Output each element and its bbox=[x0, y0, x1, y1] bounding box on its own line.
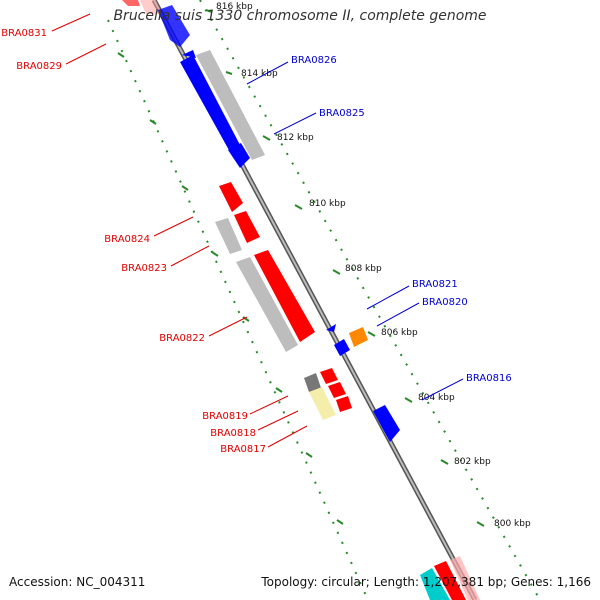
gene-red-e[interactable] bbox=[336, 396, 352, 412]
gene-red-c[interactable] bbox=[320, 368, 338, 384]
tick-mark-left-b bbox=[149, 119, 157, 125]
leader-bra0831 bbox=[51, 13, 91, 32]
gene-bra0826-arrow[interactable] bbox=[158, 5, 190, 47]
tick-label-810: 810 kbp bbox=[309, 199, 346, 209]
gene-red-bottom[interactable] bbox=[434, 561, 466, 600]
gene-label-bra0829[interactable]: BRA0829 bbox=[16, 61, 62, 72]
topology-text: Topology: circular; Length: 1,207,381 bp… bbox=[261, 575, 591, 589]
leader-bra0826 bbox=[246, 61, 289, 85]
gene-faded-top[interactable] bbox=[140, 0, 162, 14]
gene-label-bra0819[interactable]: BRA0819 bbox=[202, 411, 248, 422]
leader-bra0816 bbox=[421, 378, 464, 401]
pseudogene-bra0822[interactable] bbox=[236, 257, 298, 352]
leader-bra0825 bbox=[273, 112, 317, 135]
tick-mark-802 bbox=[440, 459, 449, 465]
leader-bra0821 bbox=[366, 285, 410, 310]
gene-dark-grey[interactable] bbox=[304, 373, 321, 392]
gene-bra0822-arrow[interactable] bbox=[254, 250, 315, 342]
accession-text: Accession: NC_004311 bbox=[9, 575, 146, 589]
gene-label-bra0825[interactable]: BRA0825 bbox=[319, 108, 365, 119]
tick-mark-left-h bbox=[336, 519, 344, 525]
gene-bra0825-arrow[interactable] bbox=[180, 55, 240, 152]
gene-bra0818-box[interactable] bbox=[309, 387, 336, 420]
tick-label-812: 812 kbp bbox=[277, 133, 314, 143]
leader-bra0823 bbox=[170, 245, 210, 267]
tick-mark-left-c bbox=[181, 185, 189, 191]
tick-label-800: 800 kbp bbox=[494, 519, 531, 529]
gene-bra0816-arrow[interactable] bbox=[373, 405, 400, 442]
gene-bra0825-head[interactable] bbox=[228, 143, 250, 168]
gene-red-a[interactable] bbox=[219, 182, 243, 212]
gene-bra0821-head[interactable] bbox=[326, 324, 336, 332]
tick-label-816: 816 kbp bbox=[216, 2, 253, 12]
left-dot-track bbox=[107, 19, 369, 600]
tick-mark-804 bbox=[404, 397, 413, 403]
right-dot-track bbox=[199, 0, 541, 600]
tick-label-804: 804 kbp bbox=[418, 393, 455, 403]
tick-mark-812 bbox=[262, 135, 271, 141]
tick-label-808: 808 kbp bbox=[345, 264, 382, 274]
gene-label-bra0826[interactable]: BRA0826 bbox=[291, 55, 337, 66]
leader-bra0822 bbox=[208, 316, 248, 337]
tick-marks bbox=[117, 9, 485, 527]
pseudogene-bra0824[interactable] bbox=[215, 218, 242, 254]
gene-label-bra0820[interactable]: BRA0820 bbox=[422, 297, 468, 308]
gene-rna-806[interactable] bbox=[349, 327, 368, 347]
tick-mark-814 bbox=[225, 71, 233, 75]
tick-mark-808 bbox=[332, 269, 341, 275]
gene-label-bra0817[interactable]: BRA0817 bbox=[220, 444, 266, 455]
gene-label-bra0821[interactable]: BRA0821 bbox=[412, 279, 458, 290]
gene-label-bra0822[interactable]: BRA0822 bbox=[159, 333, 205, 344]
tick-mark-left-d bbox=[211, 251, 219, 257]
gene-bra0820-arrow[interactable] bbox=[334, 339, 350, 356]
tick-mark-806 bbox=[367, 331, 376, 337]
gene-label-bra0823[interactable]: BRA0823 bbox=[121, 263, 167, 274]
tick-mark-left-f bbox=[275, 387, 283, 393]
tick-label-814: 814 kbp bbox=[241, 69, 278, 79]
gene-red-d[interactable] bbox=[328, 382, 346, 398]
leader-bra0817 bbox=[267, 425, 308, 448]
genome-title: Brucella suis 1330 chromosome II, comple… bbox=[113, 8, 487, 24]
tick-label-806: 806 kbp bbox=[381, 328, 418, 338]
gene-bra0831-arrow[interactable] bbox=[122, 0, 140, 6]
gene-label-bra0831[interactable]: BRA0831 bbox=[1, 28, 47, 39]
pseudogene-bottom[interactable] bbox=[450, 556, 480, 600]
tick-label-802: 802 kbp bbox=[454, 457, 491, 467]
gene-label-bra0816[interactable]: BRA0816 bbox=[466, 373, 512, 384]
gene-label-bra0818[interactable]: BRA0818 bbox=[210, 428, 256, 439]
tick-mark-left-e bbox=[242, 316, 250, 322]
tick-mark-left-a bbox=[117, 52, 125, 58]
tick-mark-800 bbox=[476, 521, 485, 527]
leader-bra0824 bbox=[153, 216, 194, 237]
leader-bra0818 bbox=[257, 410, 299, 431]
tick-mark-left-g bbox=[305, 452, 313, 458]
tick-mark-816 bbox=[205, 9, 213, 13]
pseudogene-upper[interactable] bbox=[196, 50, 265, 160]
leader-bra0829 bbox=[65, 43, 107, 65]
tick-mark-810 bbox=[294, 204, 303, 210]
leader-bra0820 bbox=[376, 302, 420, 327]
gene-cyan-bottom[interactable] bbox=[420, 568, 450, 600]
gene-label-bra0824[interactable]: BRA0824 bbox=[104, 234, 150, 245]
leader-bra0819 bbox=[249, 395, 289, 415]
gene-red-b[interactable] bbox=[234, 211, 260, 243]
